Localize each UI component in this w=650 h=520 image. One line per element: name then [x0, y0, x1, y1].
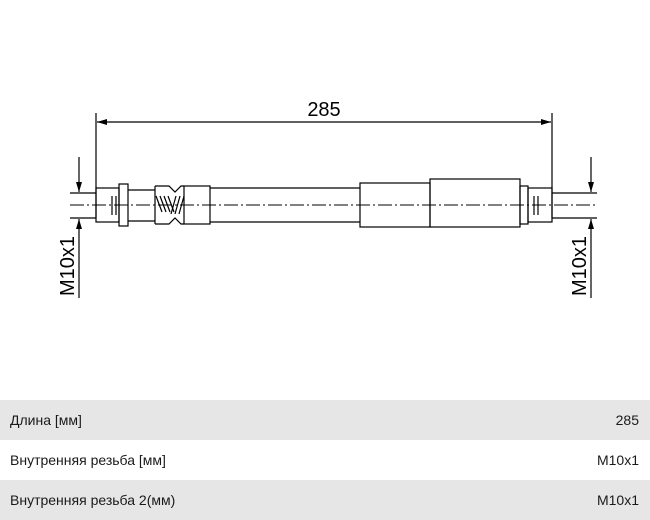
right-thread-label: M10x1: [569, 236, 591, 296]
spec-row-internal-thread-2: Внутренняя резьба 2(мм) M10x1: [0, 480, 650, 520]
spec-value: M10x1: [596, 452, 639, 468]
spec-label: Длина [мм]: [10, 412, 82, 428]
length-label: 285: [307, 99, 340, 121]
length-dimension: [95, 113, 553, 218]
spec-value: 285: [615, 412, 639, 428]
left-thread-label: M10x1: [57, 236, 79, 296]
hose-technical-drawing: 285: [57, 99, 597, 298]
spec-label: Внутренняя резьба 2(мм): [10, 492, 176, 508]
hose-body: [210, 178, 521, 228]
spec-row-length: Длина [мм] 285: [0, 400, 650, 440]
spec-value: M10x1: [596, 492, 639, 508]
specs-table: Длина [мм] 285 Внутренняя резьба [мм] M1…: [0, 400, 650, 520]
spec-row-internal-thread: Внутренняя резьба [мм] M10x1: [0, 440, 650, 480]
spec-label: Внутренняя резьба [мм]: [10, 452, 166, 468]
